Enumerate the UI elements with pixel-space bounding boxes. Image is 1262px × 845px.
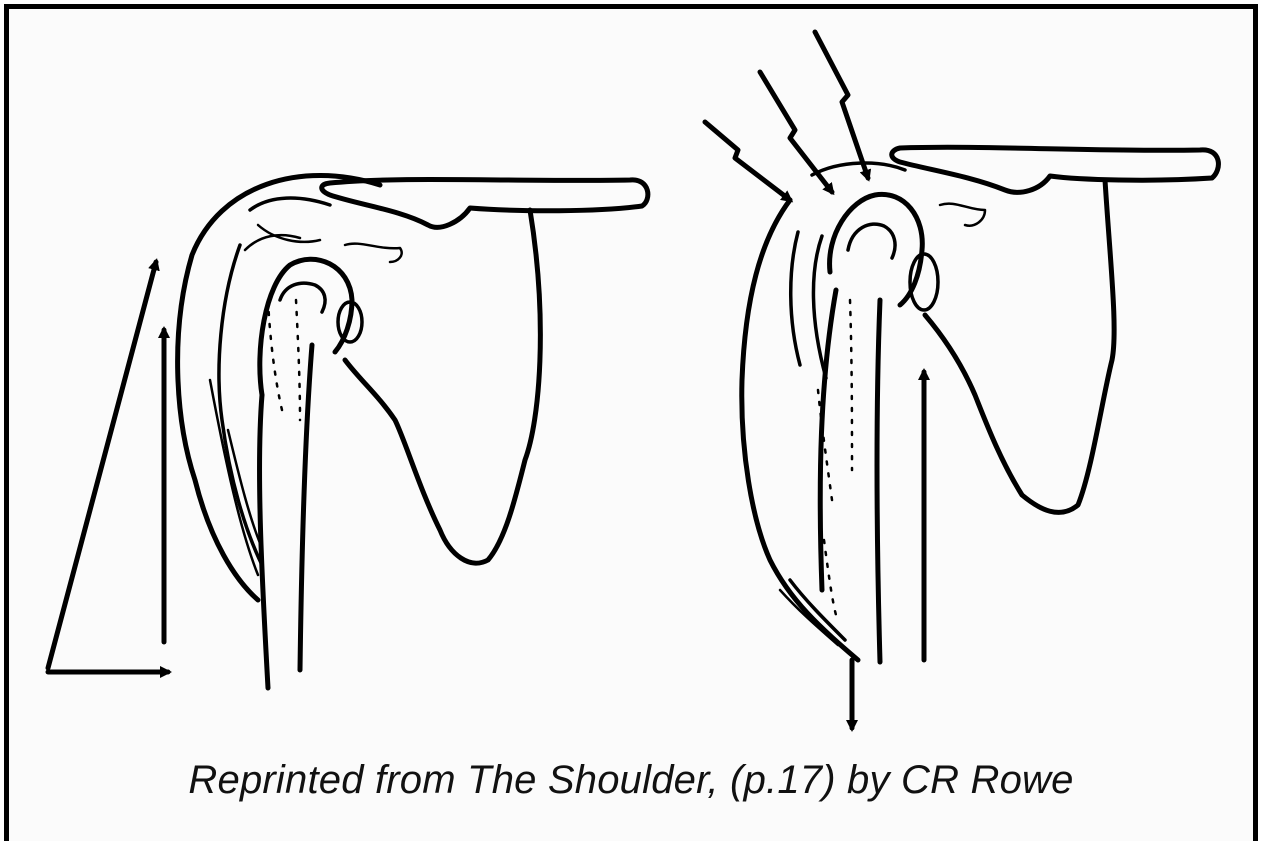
right-humeral-head: [830, 194, 923, 305]
right-impact-arrow-1: [705, 122, 790, 200]
right-shoulder-diagram: [705, 32, 1218, 728]
left-force-arrow-diagonal: [48, 262, 156, 668]
left-humerus-shaft: [300, 345, 312, 670]
right-clavicle: [892, 147, 1219, 192]
right-humerus-shaft: [877, 300, 880, 662]
left-deltoid: [178, 176, 380, 600]
figure-caption: Reprinted from The Shoulder, (p.17) by C…: [0, 758, 1262, 803]
left-clavicle: [322, 179, 648, 227]
right-impact-arrow-3: [815, 32, 868, 178]
left-scapula: [345, 210, 540, 563]
left-shoulder-diagram: [48, 176, 648, 688]
right-impact-arrow-2: [760, 72, 832, 192]
right-scapula: [925, 180, 1114, 512]
